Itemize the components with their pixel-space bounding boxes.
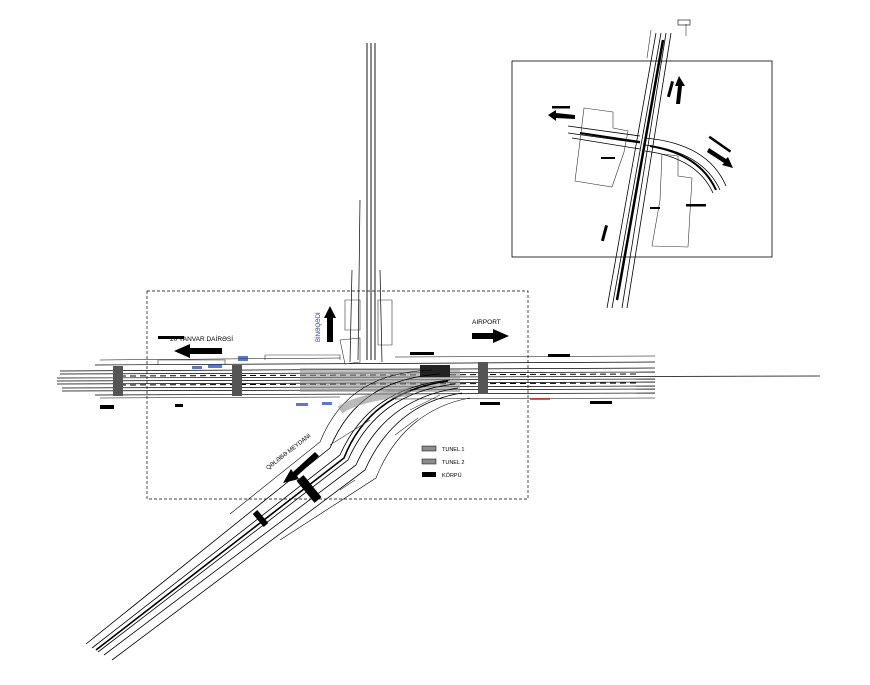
legend-swatch <box>421 458 437 465</box>
arrow-north-icon <box>324 306 336 342</box>
plan-buildings <box>100 299 612 409</box>
label-yanvar: 20 YANVAR DAİRƏSİ <box>170 334 233 343</box>
arrow-north-icon <box>675 76 685 104</box>
plan-arrows <box>174 306 509 483</box>
label-airport: AIRPORT <box>472 319 501 326</box>
north-road <box>349 43 383 363</box>
plan-boundary <box>146 290 529 500</box>
key-map <box>511 19 773 309</box>
arrow-east-icon <box>472 329 509 343</box>
legend-swatch <box>422 472 436 477</box>
legend-label: KÖRPÜ <box>442 472 462 479</box>
legend-item-tunel-2: TUNEL 2 <box>421 458 464 466</box>
legend-item-korpu: KÖRPÜ <box>422 472 462 479</box>
legend: TUNEL 1 TUNEL 2 KÖRPÜ <box>421 445 464 479</box>
arrow-west-icon <box>548 110 575 121</box>
arrow-southeast-icon <box>707 148 733 168</box>
key-map-buildings <box>574 107 693 248</box>
key-map-frame <box>511 60 773 258</box>
label-binegedi: BİNƏQƏDİ <box>315 312 322 342</box>
legend-label: TUNEL 2 <box>442 460 464 466</box>
main-plan: 20 YANVAR DAİRƏSİ AIRPORT BİNƏQƏDİ QƏLƏB… <box>56 43 821 661</box>
legend-swatch <box>421 445 437 452</box>
legend-label: TUNEL 1 <box>442 447 464 453</box>
key-map-arrows <box>548 76 733 168</box>
arrow-southwest-icon <box>283 452 319 483</box>
key-map-cross-road <box>567 125 727 194</box>
arrow-west-icon <box>174 344 222 358</box>
legend-item-tunel-1: TUNEL 1 <box>421 445 464 453</box>
key-map-main-road <box>606 19 691 309</box>
southwest-ramp <box>85 369 471 661</box>
key-map-text-marks <box>552 81 732 242</box>
